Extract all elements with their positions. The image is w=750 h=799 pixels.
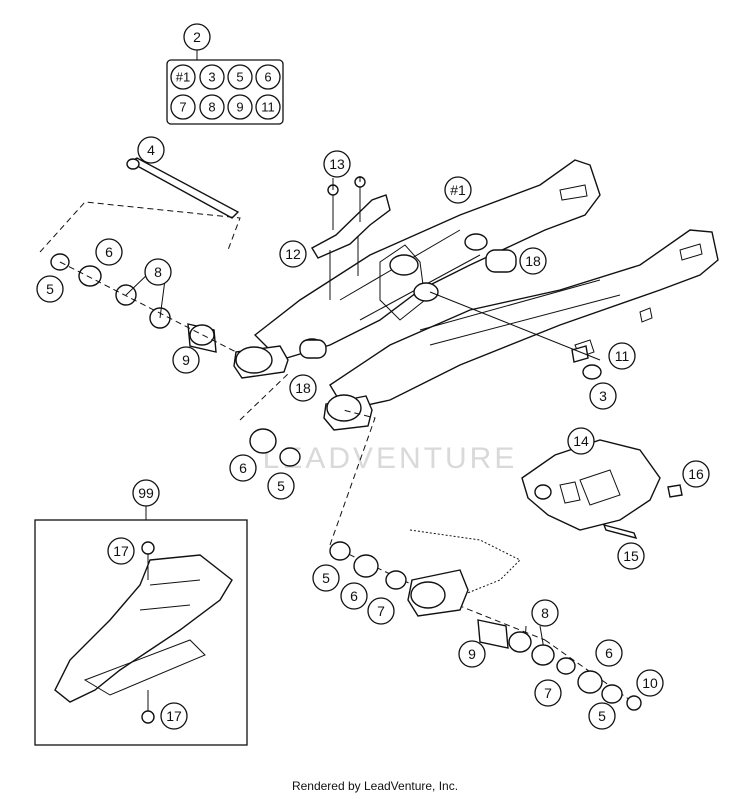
callout-ring-6: 6 [605,645,613,661]
callout-bolt-15: 15 [623,548,639,564]
kit-cell: 9 [236,100,243,115]
kit-cell: #1 [176,70,190,85]
callout-ring-6: 6 [239,460,247,476]
callout-seal-5: 5 [598,708,606,724]
callouts: #1 3 4 5 6 8 9 12 13 18 11 18 6 5 14 16 … [36,136,710,730]
kit-cell: 5 [236,70,243,85]
left-pivot-parts [50,253,217,353]
callout-screw-13: 13 [329,156,345,172]
callout-ring-6: 6 [105,244,113,260]
callout-washer-7: 7 [377,603,385,619]
callout-part-11: 11 [615,348,630,364]
callout-screw-17: 17 [166,708,182,724]
callout-nut-10: 10 [642,675,658,691]
footer-credit: Rendered by LeadVenture, Inc. [291,779,459,793]
watermark: LEADVENTURE [263,442,518,475]
callout-sleeve-9: 9 [182,352,190,368]
axle [126,157,240,219]
bushing [582,364,602,380]
kit-cell: 8 [208,100,215,115]
kit-cell: 11 [261,100,275,115]
kit-cell: 7 [179,100,186,115]
callout-slider-18: 18 [295,380,311,396]
kit-99-box [34,506,248,746]
callout-bearing-8: 8 [541,605,549,621]
kit-cell: 6 [264,70,271,85]
callout-screw-17: 17 [113,543,129,559]
rear-pivot-parts [329,529,642,711]
kit-2: 2 #1 3 5 6 7 8 9 11 [166,23,284,125]
callout-sleeve-9: 9 [468,646,476,662]
callout-slider-18: 18 [525,253,541,269]
slider-bottom [299,339,327,359]
middle-pivot-parts [249,428,301,467]
chain-guide [521,439,683,540]
callout-kit-2: 2 [193,29,201,45]
callout-guide-14: 14 [573,433,589,449]
callout-nut-16: 16 [688,466,704,482]
callout-ring-6: 6 [350,588,358,604]
callout-guard-12: 12 [285,246,301,262]
kit-cell: 3 [208,70,215,85]
slider-top [485,249,517,273]
callout-seal-5: 5 [46,281,54,297]
callout-washer-7: 7 [544,685,552,701]
callout-kit-99: 99 [138,485,154,501]
callout-seal-5: 5 [322,570,330,586]
swingarm [233,159,719,431]
callout-bushing-3: 3 [599,388,607,404]
callout-bearing-8: 8 [154,264,162,280]
callout-axle-4: 4 [147,142,155,158]
callout-swingarm: #1 [450,182,466,198]
callout-seal-5: 5 [277,478,285,494]
